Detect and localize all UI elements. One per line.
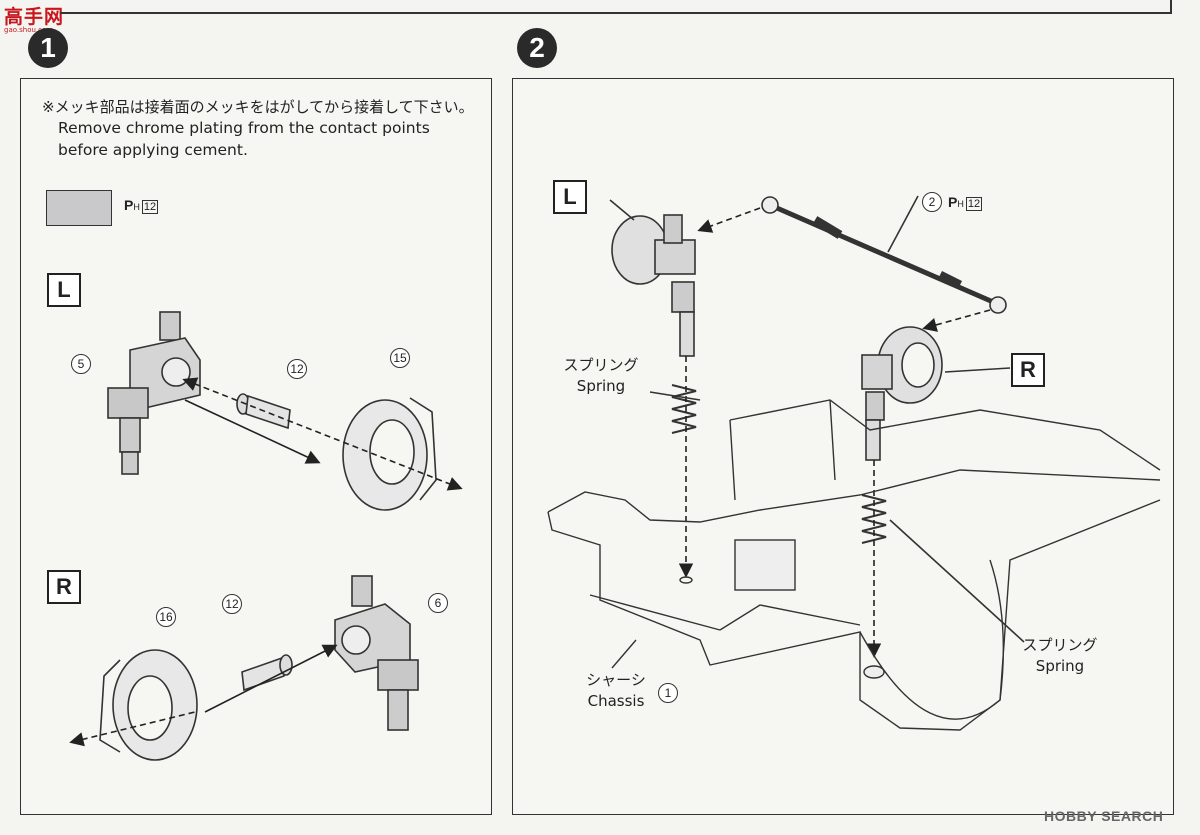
spring-right-label: スプリング Spring	[1014, 635, 1106, 677]
legend-label: P	[124, 197, 134, 213]
part-15: 15	[390, 348, 410, 368]
chrome-note-en-2: before applying cement.	[58, 141, 248, 159]
drum-15	[342, 397, 437, 511]
knuckle-assembly-right	[861, 326, 943, 461]
spring-left-en: Spring	[576, 377, 626, 395]
chrome-note-en-1: Remove chrome plating from the contact p…	[58, 119, 430, 137]
knuckle-left-5	[107, 311, 201, 475]
knuckle-assembly-left	[611, 214, 696, 357]
chrome-note-jp: ※メッキ部品は接着面のメッキをはがしてから接着して下さい。	[42, 98, 474, 116]
step-2-panel	[512, 78, 1174, 815]
part-1-chassis: 1	[658, 683, 678, 703]
step-1-number: 1	[28, 28, 68, 68]
part-12-left: 12	[287, 359, 307, 379]
step-2-number: 2	[517, 28, 557, 68]
chassis-jp: シャーシ	[586, 671, 646, 689]
tie-rod-2	[761, 196, 1007, 314]
part-12-right: 12	[222, 594, 242, 614]
spring-right-jp: スプリング	[1022, 636, 1098, 654]
pin-12-right	[241, 654, 293, 692]
part-2-circle: 2	[922, 192, 942, 212]
chassis-en: Chassis	[587, 692, 645, 710]
watermark-text: 高手网	[4, 6, 65, 28]
legend-num: 12	[141, 200, 159, 214]
watermark-site: gao.shou.com	[4, 26, 54, 34]
step2-ref-num: 12	[965, 197, 983, 211]
watermark-logo: 高手网 gao.shou.com	[4, 2, 68, 34]
part-6: 6	[428, 593, 448, 613]
legend-sub: H	[133, 202, 140, 212]
spring-left-jp: スプリング	[563, 356, 639, 374]
knuckle-right-6	[334, 575, 419, 731]
step1-right-label: R	[47, 570, 81, 604]
step2-left-label: L	[553, 180, 587, 214]
spring-right-en: Spring	[1035, 657, 1085, 675]
spring-left	[671, 384, 697, 434]
step2-right-label: R	[1011, 353, 1045, 387]
spring-right	[861, 494, 887, 544]
spring-left-label: スプリング Spring	[556, 355, 646, 397]
part-5: 5	[71, 354, 91, 374]
chassis-label: シャーシ Chassis	[576, 670, 656, 712]
step1-left-label: L	[47, 273, 81, 307]
hobby-search-logo: HOBBY SEARCH	[1044, 808, 1164, 824]
chrome-color-swatch	[46, 190, 112, 226]
part-16: 16	[156, 607, 176, 627]
drum-16	[99, 649, 198, 761]
step2-ref-sub: H	[957, 199, 964, 209]
chassis-1	[547, 399, 1161, 731]
top-frame-line	[60, 0, 1172, 14]
step2-ref-label: P	[948, 194, 958, 210]
